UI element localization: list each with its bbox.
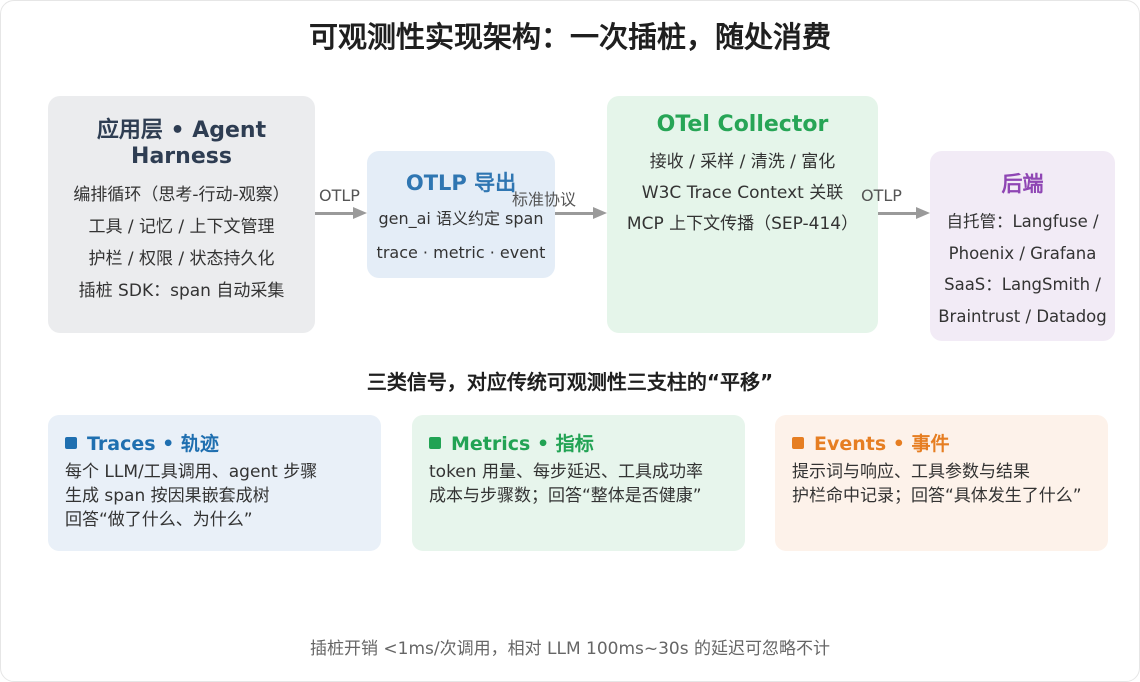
- backend-line: SaaS：LangSmith /: [944, 275, 1101, 294]
- otel-collector-line: MCP 上下文传播（SEP-414）: [626, 214, 859, 234]
- metrics-line: token 用量、每步延迟、工具成功率: [429, 462, 703, 482]
- backend-title: 后端: [1001, 172, 1044, 196]
- otel-collector-title: OTel Collector: [656, 112, 829, 137]
- otel-collector-box: OTel Collector 接收 / 采样 / 清洗 / 富化 W3C Tra…: [607, 96, 878, 333]
- events-line: 提示词与响应、工具参数与结果: [792, 462, 1030, 482]
- app-layer-line: 插桩 SDK：span 自动采集: [78, 281, 285, 301]
- metrics-line: 成本与步骤数；回答“整体是否健康”: [429, 486, 702, 506]
- metrics-title: Metrics • 指标: [451, 433, 594, 455]
- diagram-title: 可观测性实现架构：一次插桩，随处消费: [308, 20, 831, 54]
- arrow-collector-to-backend: [878, 207, 930, 220]
- events-card: Events • 事件 提示词与响应、工具参数与结果 护栏命中记录；回答“具体发…: [775, 415, 1108, 551]
- otlp-export-title: OTLP 导出: [405, 171, 517, 195]
- signals-heading: 三类信号，对应传统可观测性三支柱的“平移”: [366, 370, 774, 394]
- events-square-icon: [792, 437, 804, 449]
- app-layer-line: 工具 / 记忆 / 上下文管理: [88, 217, 275, 237]
- traces-square-icon: [65, 437, 77, 449]
- arrow-label-otlp-2: OTLP: [861, 186, 902, 205]
- otlp-export-box: OTLP 导出 gen_ai 语义约定 span trace · metric …: [367, 151, 555, 278]
- backend-line: Phoenix / Grafana: [948, 243, 1097, 263]
- app-layer-title: 应用层 • Agent Harness: [96, 118, 267, 169]
- app-layer-line: 护栏 / 权限 / 状态持久化: [88, 249, 275, 269]
- traces-line: 每个 LLM/工具调用、agent 步骤: [65, 462, 318, 482]
- otel-collector-line: 接收 / 采样 / 清洗 / 富化: [649, 152, 836, 172]
- otlp-export-line: gen_ai 语义约定 span: [378, 209, 544, 228]
- events-title: Events • 事件: [814, 433, 950, 455]
- otel-collector-line: W3C Trace Context 关联: [641, 183, 844, 203]
- backend-line: 自托管：Langfuse /: [946, 212, 1099, 231]
- traces-title: Traces • 轨迹: [87, 433, 219, 455]
- footer-note: 插桩开销 <1ms/次调用，相对 LLM 100ms~30s 的延迟可忽略不计: [309, 639, 831, 659]
- backend-line: Braintrust / Datadog: [938, 306, 1107, 326]
- metrics-square-icon: [429, 437, 441, 449]
- events-line: 护栏命中记录；回答“具体发生了什么”: [792, 486, 1082, 506]
- arrow-label-standard-protocol: 标准协议: [512, 190, 577, 209]
- traces-line: 回答“做了什么、为什么”: [65, 510, 253, 530]
- metrics-card: Metrics • 指标 token 用量、每步延迟、工具成功率 成本与步骤数；…: [412, 415, 745, 551]
- traces-line: 生成 span 按因果嵌套成树: [65, 486, 270, 506]
- backend-box: 后端 自托管：Langfuse / Phoenix / Grafana SaaS…: [930, 151, 1115, 341]
- arrow-otlp-to-collector: [555, 207, 607, 220]
- otlp-export-line: trace · metric · event: [376, 243, 546, 262]
- app-layer-line: 编排循环（思考-行动-观察）: [73, 185, 290, 205]
- arrow-label-otlp-1: OTLP: [319, 186, 360, 205]
- app-layer-box: 应用层 • Agent Harness 编排循环（思考-行动-观察） 工具 / …: [48, 96, 315, 333]
- traces-card: Traces • 轨迹 每个 LLM/工具调用、agent 步骤 生成 span…: [48, 415, 381, 551]
- arrow-app-to-otlp: [315, 207, 367, 220]
